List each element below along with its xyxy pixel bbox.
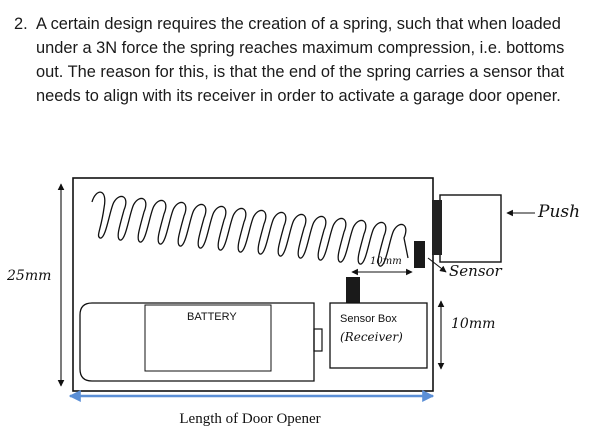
receiver-block: [346, 277, 360, 303]
push-label: Push: [538, 202, 581, 222]
question: 2. A certain design requires the creatio…: [14, 12, 589, 105]
spring-sensor: [414, 241, 425, 268]
spring-coils: [91, 191, 409, 267]
housing-outline: [72, 177, 434, 392]
receiver-label: (Receiver): [340, 330, 403, 344]
gap-label: 10mm: [370, 256, 402, 267]
sensor-box-outline: [329, 302, 428, 369]
battery-terminal: [313, 328, 323, 352]
height-label: 25mm: [7, 268, 52, 284]
length-caption: Length of Door Opener: [179, 411, 321, 427]
question-number: 2.: [14, 15, 28, 33]
sensor-box-label: Sensor Box: [340, 313, 397, 325]
sensor-pointer: [427, 257, 447, 273]
push-rod: [432, 200, 442, 255]
sensor-label: Sensor: [449, 262, 502, 280]
box-height-label: 10mm: [451, 316, 496, 332]
push-plate: [439, 194, 502, 263]
battery-shape: [79, 302, 315, 382]
battery-label-box: [144, 304, 272, 372]
battery-label: BATTERY: [187, 311, 237, 323]
question-text: A certain design requires the creation o…: [36, 15, 565, 105]
